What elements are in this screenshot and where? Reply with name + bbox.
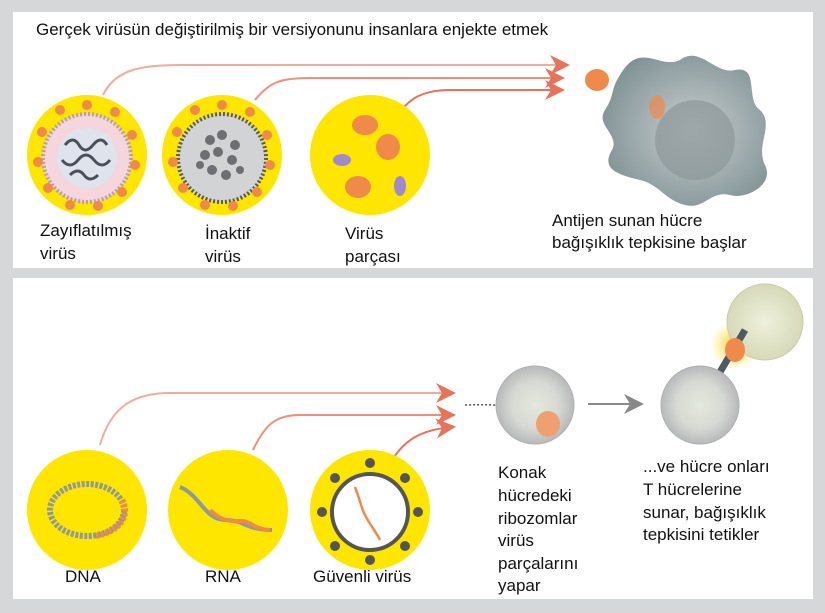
label-host-1: Konak <box>498 463 547 482</box>
label-rna: RNA <box>205 567 242 586</box>
label-fragment-1: Virüs <box>345 224 383 243</box>
label-attenuated-1: Zayıflatılmış <box>40 221 132 240</box>
bottom-labels: DNA RNA Güvenli virüs Konak hücredeki ri… <box>65 457 770 595</box>
arrow-inactivated <box>254 68 565 101</box>
host-cell-icon <box>495 365 575 445</box>
bottom-arrows <box>99 383 456 461</box>
dna-icon <box>27 450 147 570</box>
arrow-dna <box>99 383 456 446</box>
t-cell-icon <box>660 283 804 445</box>
label-host-6: yapar <box>498 576 541 595</box>
safe-virus-icon <box>310 450 430 570</box>
attenuated-virus-icon <box>27 95 147 215</box>
rna-icon <box>168 450 288 570</box>
label-host-3: ribozomlar <box>498 509 578 528</box>
arrow-safe-virus <box>391 418 456 461</box>
virus-fragment-icon <box>310 95 430 215</box>
label-fragment-2: parçası <box>345 247 401 266</box>
label-tcell-3: sunar, bağışıklık <box>643 503 766 522</box>
label-tcell-1: ...ve hücre onları <box>643 457 770 476</box>
label-attenuated-2: virüs <box>40 244 76 263</box>
label-inactivated-1: İnaktif <box>205 224 251 243</box>
label-host-2: hücredeki <box>498 486 572 505</box>
arrow-rna <box>252 405 456 451</box>
label-host-4: virüs <box>498 531 534 550</box>
antigen-presenting-cell-icon <box>585 55 767 206</box>
label-apc-1: Antijen sunan hücre <box>552 211 702 230</box>
top-title: Gerçek virüsün değiştirilmiş bir versiyo… <box>36 20 549 39</box>
label-safe-virus: Güvenli virüs <box>313 567 411 586</box>
label-host-5: parçalarını <box>498 554 578 573</box>
label-inactivated-2: virüs <box>205 247 241 266</box>
label-tcell-4: tepkisini tetikler <box>643 525 760 544</box>
inactivated-virus-icon <box>162 95 282 215</box>
label-dna: DNA <box>65 567 102 586</box>
arrow-attenuated <box>102 55 570 96</box>
label-apc-2: bağışıklık tepkisine başlar <box>552 233 747 252</box>
top-labels: Zayıflatılmış virüs İnaktif virüs Virüs … <box>40 211 747 266</box>
label-tcell-2: T hücrelerine <box>643 480 742 499</box>
